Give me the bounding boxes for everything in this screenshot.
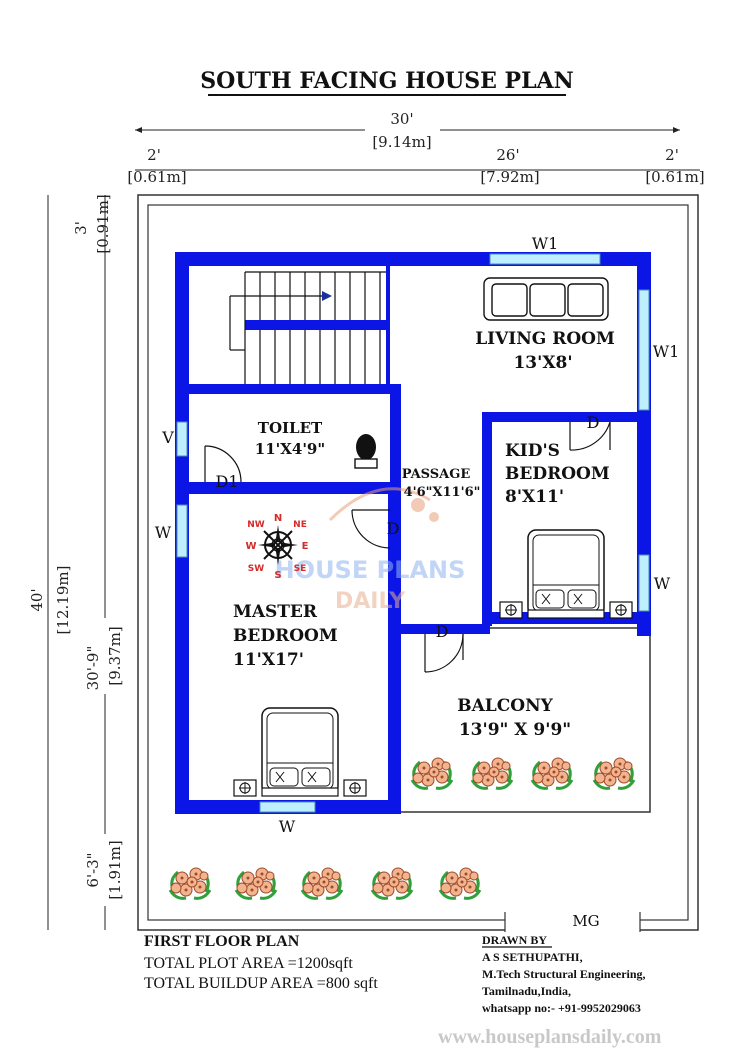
door-kids-label: D [587,413,600,432]
dim-left-mid-ft: 30'-9" [84,646,102,691]
dim-left-bottom-m: [1.91m] [106,840,124,899]
window-w-left-label: W [155,523,172,542]
sofa [483,277,609,321]
main-gate-label: MG [572,912,599,930]
kids-bedroom-size: 8'X11' [505,487,564,507]
living-room-size: 13'X8' [513,353,572,373]
door-d1-label: D1 [215,472,238,491]
page-title: SOUTH FACING HOUSE PLAN [200,68,573,94]
toilet-fixture [354,434,378,469]
compass-s: S [274,570,281,581]
dim-left-top-m: [0.91m] [94,194,112,253]
plot-area: TOTAL PLOT AREA =1200sqft [144,955,353,972]
master-bedroom-name-2: BEDROOM [233,626,338,646]
window-w-bottom-label: W [279,817,296,836]
buildup-area: TOTAL BUILDUP AREA =800 sqft [144,975,378,992]
door-master-label: D [387,519,400,538]
dim-top-right-m: [0.61m] [645,168,704,186]
toilet-size: 11'X4'9" [255,440,325,458]
master-bed [233,707,367,797]
staircase [229,271,386,384]
passage-size: 4'6"X11'6" [404,485,481,500]
dim-top-total-m: [9.14m] [372,133,431,151]
window-w1-right-label: W1 [653,342,680,361]
plan-label: FIRST FLOOR PLAN [144,933,300,950]
watermark-line1: HOUSE PLANS [275,556,466,584]
master-bedroom-name-1: MASTER [233,602,318,622]
drawn-by-qualification: M.Tech Structural Engineering, [482,967,646,981]
living-room-name: LIVING ROOM [475,329,615,349]
dim-top-left-m: [0.61m] [127,168,186,186]
drawn-by-label: DRAWN BY [482,933,548,947]
window-w-right-label: W [654,574,671,593]
watermark-line2: DAILY [335,589,406,614]
compass-e: E [302,541,309,552]
dim-left-mid-m: [9.37m] [106,626,124,685]
windows [176,253,650,813]
dim-left-total-ft: 40' [28,588,46,611]
kids-bedroom-name-1: KID'S [505,441,560,461]
compass-ne: NE [293,520,307,530]
drawn-by-whatsapp: whatsapp no:- +91-9952029063 [482,1001,641,1015]
dim-top-left-ft: 2' [147,146,161,164]
dim-left-top-ft: 3' [72,221,90,235]
dim-top-mid-ft: 26' [496,146,519,164]
window-w1-top-label: W1 [532,234,559,253]
vent-v-label: V [161,428,174,447]
drawn-by-location: Tamilnadu,India, [482,984,571,998]
dim-top-total-ft: 30' [390,110,413,128]
dim-left-total-m: [12.19m] [54,566,72,635]
dim-top-right-ft: 2' [665,146,679,164]
watermark-logo: HOUSE PLANS DAILY [275,487,466,614]
compass-n: N [274,513,282,524]
compass-w: W [245,541,256,552]
plot-boundary [137,194,699,931]
dim-top-mid-m: [7.92m] [480,168,539,186]
plants [168,756,636,900]
balcony-size: 13'9" X 9'9" [459,720,571,740]
drawn-by-name: A S SETHUPATHI, [482,950,583,964]
compass-sw: SW [248,564,264,574]
kids-bed [499,529,633,619]
compass-se: SE [294,564,307,574]
website-watermark: www.houseplansdaily.com [438,1026,662,1048]
dim-left-bottom-ft: 6'-3" [84,852,102,887]
compass-icon: N S E W NE NW SE SW [245,513,308,581]
doors [204,421,611,673]
balcony-name: BALCONY [457,696,553,716]
toilet-name: TOILET [258,419,323,437]
master-bedroom-size: 11'X17' [233,650,304,670]
door-balcony-label: D [436,622,449,641]
passage-name: PASSAGE [402,467,471,482]
kids-bedroom-name-2: BEDROOM [505,464,610,484]
compass-nw: NW [247,520,265,530]
